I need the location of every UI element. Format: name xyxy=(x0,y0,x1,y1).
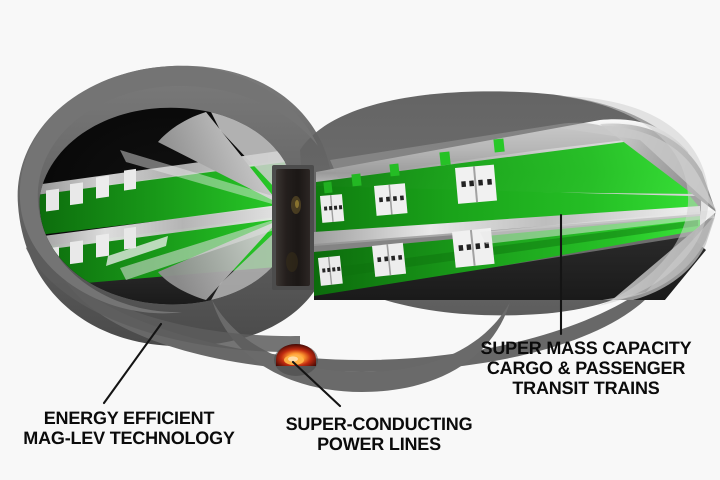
callout-label-maglev: ENERGY EFFICIENT MAG-LEV TECHNOLOGY xyxy=(23,408,235,448)
upper-deck xyxy=(316,186,700,232)
mid-chrome-rail xyxy=(314,206,700,246)
under-skirt xyxy=(314,236,706,300)
nose-upper xyxy=(600,123,716,212)
roof-accent-tabs xyxy=(323,138,505,194)
leader-line-power xyxy=(291,360,342,408)
callout-label-power-lines: SUPER-CONDUCTING POWER LINES xyxy=(285,414,473,454)
left-upper-deck xyxy=(39,160,285,236)
super-conducting-power-light xyxy=(274,344,318,376)
callout-label-mass-capacity: SUPER MASS CAPACITY CARGO & PASSENGER TR… xyxy=(480,338,692,398)
left-upper-doors xyxy=(46,168,136,212)
shell-rims xyxy=(19,65,709,314)
lower-deck xyxy=(314,216,700,300)
leader-lines xyxy=(102,213,563,408)
center-divider-panel xyxy=(272,165,314,290)
leader-line-maglev xyxy=(102,322,163,405)
upper-deck-doors xyxy=(320,164,497,223)
